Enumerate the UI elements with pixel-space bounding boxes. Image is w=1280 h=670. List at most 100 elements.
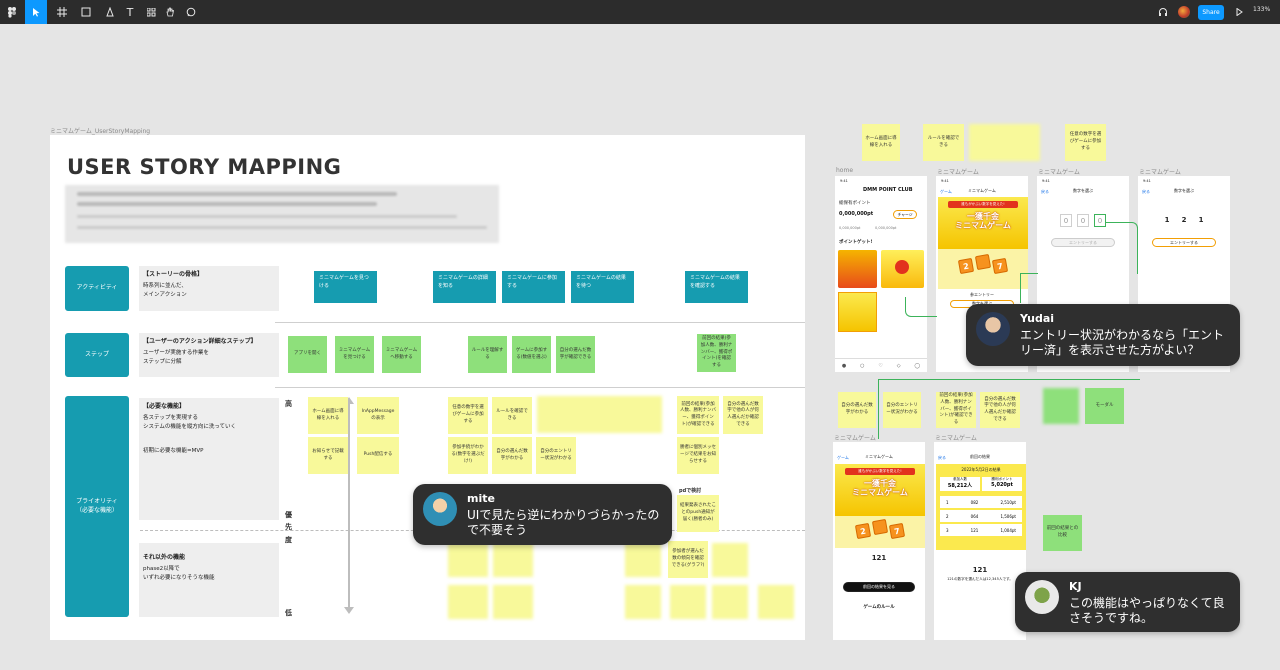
- frame-tool-icon[interactable]: [52, 0, 72, 24]
- comment-tool-icon[interactable]: [184, 0, 198, 24]
- back-link[interactable]: ゲーム: [837, 455, 849, 460]
- previous-result-button[interactable]: 前回の結果を見る: [843, 582, 915, 592]
- step-sticky[interactable]: 前回の結果(参加人数、勝利ナンバー、獲得ポイント)を確認する: [697, 334, 736, 372]
- text-tool-icon[interactable]: T: [126, 5, 134, 19]
- main-menu-icon[interactable]: [2, 0, 22, 24]
- frame-label-result[interactable]: ミニマムゲーム: [935, 435, 977, 442]
- entry-button-disabled[interactable]: エントリーする: [1051, 238, 1115, 247]
- commenter-avatar[interactable]: [976, 312, 1010, 346]
- comment-bubble[interactable]: KJ この機能はやっぱりなくて良さそうですね。: [1015, 572, 1240, 632]
- feature-sticky[interactable]: 自分の選んだ数字がわかる: [492, 437, 532, 474]
- digit-slot[interactable]: 2: [1181, 216, 1187, 224]
- heart-tab-icon[interactable]: ♡: [878, 362, 883, 369]
- commenter-avatar[interactable]: [423, 492, 457, 526]
- feature-sticky-blurred[interactable]: [448, 585, 488, 619]
- bell-tab-icon[interactable]: ◇: [896, 362, 901, 369]
- activity-card[interactable]: ミニマムゲームの結果を待つ: [571, 271, 634, 303]
- screen-note[interactable]: 自分の選んだ数字で他の人が何人選んだか確認できる: [980, 392, 1020, 428]
- feature-sticky[interactable]: 参加手続がわかる(数字を選ぶだけ!): [448, 437, 488, 474]
- frame-label-choose2[interactable]: ミニマムゲーム: [1139, 169, 1181, 176]
- screen-note[interactable]: 前回の結果(参加人数、勝利ナンバー、獲得ポイント)が確認できる: [936, 392, 976, 428]
- frame-label-home[interactable]: home: [836, 167, 854, 174]
- activity-card[interactable]: ミニマムゲームを見つける: [314, 271, 377, 303]
- user-story-mapping-frame[interactable]: USER STORY MAPPING アクティビティ 【ストーリーの骨格】 時系…: [50, 135, 805, 640]
- feature-sticky[interactable]: 任意の数字を選びゲームに参加する: [448, 397, 488, 434]
- comment-bubble[interactable]: Yudai エントリー状況がわかるなら「エントリー済」を表示させた方がよい？: [966, 304, 1240, 366]
- digit-slot[interactable]: 0: [1094, 214, 1106, 227]
- commenter-avatar[interactable]: [1025, 580, 1059, 614]
- feature-sticky-blurred[interactable]: [670, 585, 706, 619]
- resources-tool-icon[interactable]: [144, 0, 158, 24]
- screen-note-blurred[interactable]: [1043, 388, 1079, 424]
- feature-sticky[interactable]: ルールを確認できる: [492, 397, 532, 434]
- screen-note[interactable]: 自分のエントリー状況がわかる: [883, 392, 921, 428]
- screen-note[interactable]: 任意の数字を選びゲームに参加する: [1065, 124, 1106, 161]
- activity-card[interactable]: ミニマムゲームに参加する: [502, 271, 565, 303]
- screen-note[interactable]: 自分の選んだ数字がわかる: [838, 392, 876, 428]
- activity-card[interactable]: ミニマムゲームの詳細を知る: [433, 271, 496, 303]
- feature-sticky[interactable]: お知らせで記載する: [308, 437, 348, 474]
- digit-slot[interactable]: 1: [1198, 216, 1204, 224]
- feature-sticky[interactable]: 自分のエントリー状況がわかる: [536, 437, 576, 474]
- game-entered-screen[interactable]: ミニマムゲーム ゲーム 誰もがかぶい数字を見えた! 一獲千金 ミニマムゲーム 2…: [833, 442, 925, 640]
- feature-sticky[interactable]: Push配信する: [357, 437, 399, 474]
- screen-note[interactable]: モーダル: [1085, 388, 1124, 424]
- step-sticky[interactable]: ミニマムゲームへ移動する: [382, 336, 421, 373]
- screen-note-blurred[interactable]: [969, 124, 1040, 161]
- step-sticky[interactable]: ミニマムゲームを見つける: [335, 336, 374, 373]
- feature-sticky-blurred[interactable]: [712, 543, 748, 577]
- feature-sticky-blurred[interactable]: [448, 543, 488, 577]
- feature-sticky-blurred[interactable]: [625, 543, 661, 577]
- minimum-game-banner[interactable]: [838, 292, 877, 332]
- feature-sticky-blurred[interactable]: [712, 585, 748, 619]
- feature-sticky[interactable]: 参加者が選んだ数の傾向を確認できる(グラフ?): [668, 541, 708, 578]
- feature-sticky[interactable]: 自分の選んだ数字で他の人が何人選んだか確認できる: [723, 396, 763, 434]
- feature-sticky-blurred[interactable]: [537, 396, 662, 433]
- previous-result-screen[interactable]: 前回の結果 戻る 2022年5月2日の結果 参加人数 58,212人 勝利ポイン…: [934, 442, 1026, 640]
- feature-sticky[interactable]: 結果発表されたことのpush通知が届く(勝者のみ): [677, 495, 719, 532]
- back-link[interactable]: 戻る: [1041, 189, 1049, 194]
- back-link[interactable]: 戻る: [938, 455, 946, 460]
- step-sticky[interactable]: ルールを理解する: [468, 336, 507, 373]
- frame-label-usm[interactable]: ミニマムゲーム_UserStoryMapping: [50, 128, 151, 135]
- frame-label-game[interactable]: ミニマムゲーム: [937, 169, 979, 176]
- comment-bubble[interactable]: mite UIで見たら逆にわかりづらかったので不要そう: [413, 484, 672, 545]
- back-link[interactable]: ゲーム: [940, 189, 952, 194]
- feature-sticky-blurred[interactable]: [758, 585, 794, 619]
- hand-tool-icon[interactable]: [163, 0, 177, 24]
- frame-label-choose[interactable]: ミニマムゲーム: [1038, 169, 1080, 176]
- campaign-banner[interactable]: [881, 250, 924, 288]
- person-tab-icon[interactable]: ◯: [914, 362, 921, 369]
- digit-slot[interactable]: 0: [1060, 214, 1072, 227]
- step-sticky[interactable]: 自分の選んだ数字が確認できる: [556, 336, 595, 373]
- frame-label-game2[interactable]: ミニマムゲーム: [834, 435, 876, 442]
- activity-card[interactable]: ミニマムゲームの結果を確認する: [685, 271, 748, 303]
- screen-note[interactable]: ホーム画面に導線を入れる: [862, 124, 900, 161]
- charge-button[interactable]: チャージ: [893, 210, 917, 219]
- user-avatar[interactable]: [1178, 6, 1190, 18]
- screen-note[interactable]: ルールを確認できる: [923, 124, 964, 161]
- feature-sticky[interactable]: 前回の結果(参加人数、勝利ナンバー、獲得ポイント)が確認できる: [677, 396, 719, 434]
- search-tab-icon[interactable]: ○: [860, 362, 865, 369]
- zoom-level[interactable]: 133%: [1253, 6, 1271, 13]
- feature-sticky-blurred[interactable]: [493, 585, 533, 619]
- back-link[interactable]: 戻る: [1142, 189, 1150, 194]
- game-screen[interactable]: 9:41 ミニマムゲーム ゲーム 誰もがかぶい数字を見えた! 一獲千金 ミニマム…: [936, 176, 1028, 372]
- step-sticky[interactable]: ゲームに参加する(数値を選ぶ): [512, 336, 551, 373]
- feature-sticky-blurred[interactable]: [625, 585, 661, 619]
- feature-sticky[interactable]: InAppMessageの表示: [357, 397, 399, 434]
- digit-slot[interactable]: 0: [1077, 214, 1089, 227]
- entry-button[interactable]: エントリーする: [1152, 238, 1216, 247]
- feature-sticky[interactable]: 勝者に個別メッセージで結果をお知らせする: [677, 437, 719, 474]
- pen-tool-icon[interactable]: [100, 0, 120, 24]
- feature-sticky-blurred[interactable]: [493, 543, 533, 577]
- home-tab-icon[interactable]: ●: [841, 362, 847, 369]
- move-tool-icon[interactable]: [25, 0, 47, 24]
- headphones-icon[interactable]: [1156, 0, 1170, 24]
- feature-sticky[interactable]: ホーム画面に導線を入れる: [308, 397, 348, 434]
- play-icon[interactable]: [1233, 0, 1245, 24]
- campaign-banner[interactable]: [838, 250, 877, 288]
- digit-slot[interactable]: 1: [1164, 216, 1170, 224]
- screen-note[interactable]: 前回の結果との比較: [1043, 515, 1082, 551]
- step-sticky[interactable]: アプリを開く: [288, 336, 327, 373]
